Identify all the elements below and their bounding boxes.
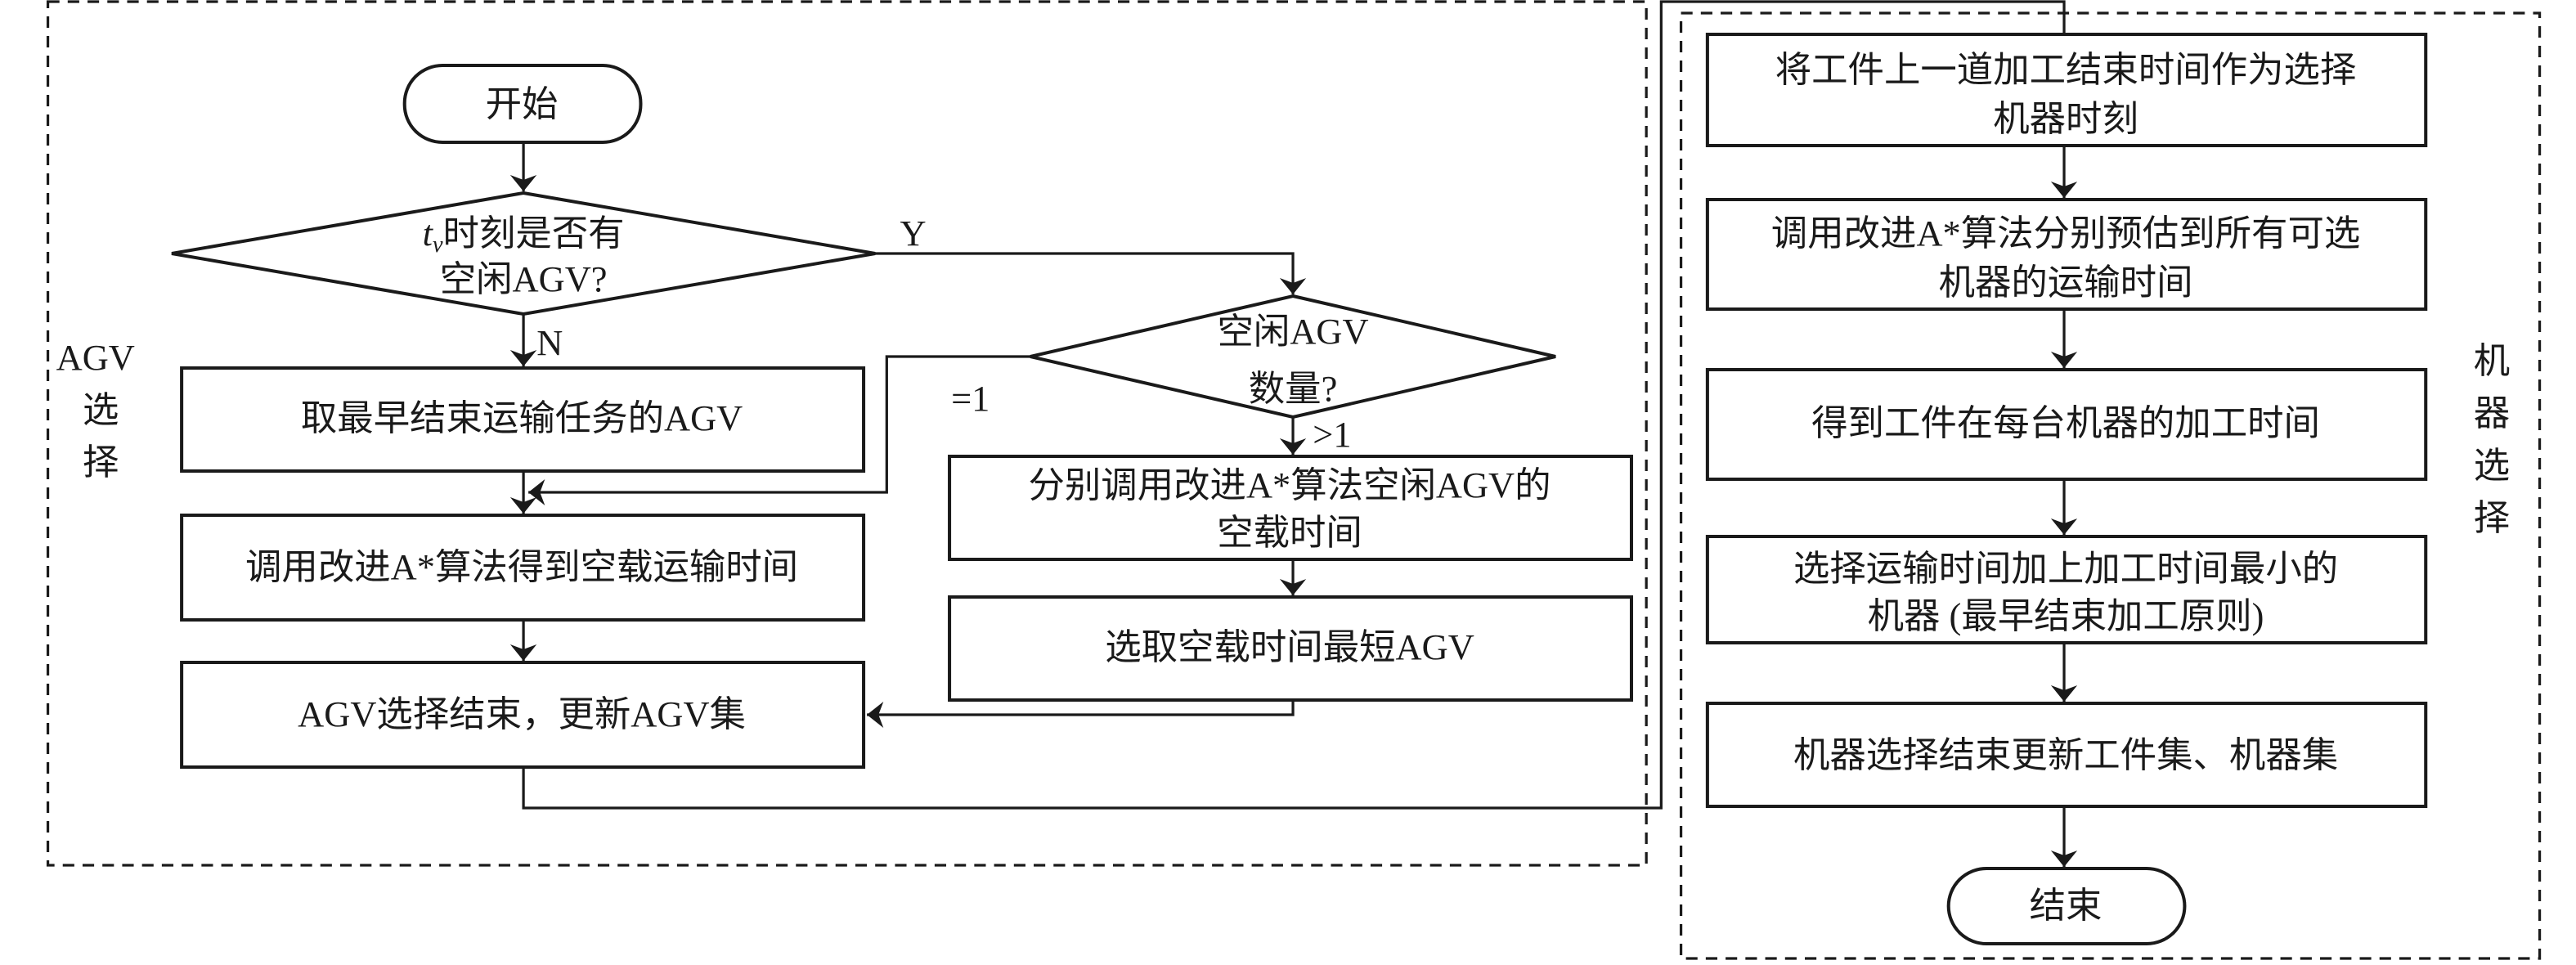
box-machine-step1: 将工件上一道加工结束时间作为选择 机器时刻 (1705, 33, 2428, 147)
machine-region-label-2: 器 (2474, 393, 2510, 433)
decision1-line1: tv时刻是否有 (423, 213, 625, 258)
box-machine-step2: 调用改进A*算法分别预估到所有可选 机器的运输时间 (1705, 198, 2428, 311)
box-earliest-agv-text: 取最早结束运输任务的AGV (301, 398, 743, 438)
box-agv-selection-end-text: AGV选择结束，更新AGV集 (298, 694, 746, 734)
arrow-yes-branch (875, 252, 1307, 294)
machine-selection-region (1679, 11, 2542, 960)
arrow-shortest-to-end (867, 700, 1295, 728)
box-each-idle-line1: 分别调用改进A*算法空闲AGV的 (1028, 465, 1551, 505)
agv-region-label-1: AGV (56, 338, 135, 378)
box-select-shortest: 选取空载时间最短AGV (948, 595, 1634, 702)
end-node: 结束 (1946, 867, 2187, 945)
yes-label: Y (900, 213, 926, 254)
machine-region-label-4: 择 (2474, 498, 2510, 538)
box-machine-step4: 选择运输时间加上加工时间最小的 机器 (最早结束加工原则) (1705, 535, 2428, 644)
decision1-line2: 空闲AGV? (440, 259, 608, 299)
machine-region-label-3: 选 (2474, 446, 2510, 486)
box-each-idle-line2: 空载时间 (1217, 513, 1362, 553)
arrow-eq1-branch (528, 355, 1030, 505)
box-machine-step1-line1: 将工件上一道加工结束时间作为选择 (1775, 50, 2357, 90)
box-machine-step3: 得到工件在每台机器的加工时间 (1705, 368, 2428, 481)
box-call-astar: 调用改进A*算法得到空载运输时间 (180, 514, 866, 622)
no-label: N (536, 323, 563, 363)
agv-region-label-2: 选 (83, 390, 119, 430)
box-machine-step5-text: 机器选择结束更新工件集、机器集 (1793, 735, 2338, 775)
decision2-line2: 数量? (1249, 369, 1338, 409)
box-earliest-agv: 取最早结束运输任务的AGV (180, 366, 866, 473)
box-machine-step3-text: 得到工件在每台机器的加工时间 (1811, 403, 2320, 443)
box-each-idle-agv: 分别调用改进A*算法空闲AGV的 空载时间 (948, 455, 1634, 561)
gt1-label: >1 (1313, 415, 1351, 455)
box-machine-step2-line2: 机器的运输时间 (1939, 263, 2193, 303)
box-select-shortest-text: 选取空载时间最短AGV (1105, 627, 1474, 667)
box-agv-selection-end: AGV选择结束，更新AGV集 (180, 661, 866, 769)
end-label: 结束 (2030, 886, 2103, 926)
agv-region-label-3: 择 (83, 442, 119, 482)
box-machine-step4-line1: 选择运输时间加上加工时间最小的 (1793, 549, 2338, 589)
agv-selection-region (46, 0, 1648, 867)
box-call-astar-text: 调用改进A*算法得到空载运输时间 (245, 547, 798, 587)
decision-idle-count: 空闲AGV 数量? (1030, 294, 1556, 420)
box-machine-step4-line2: 机器 (最早结束加工原则) (1868, 596, 2264, 636)
start-label: 开始 (486, 84, 559, 124)
eq1-label: =1 (951, 379, 990, 419)
machine-region-label-1: 机 (2474, 341, 2510, 381)
start-node: 开始 (402, 64, 643, 144)
decision2-line1: 空闲AGV (1218, 312, 1369, 352)
box-machine-step5: 机器选择结束更新工件集、机器集 (1705, 702, 2428, 808)
box-machine-step2-line1: 调用改进A*算法分别预估到所有可选 (1771, 213, 2361, 254)
box-machine-step1-line2: 机器时刻 (1993, 99, 2138, 139)
decision-idle-agv: tv时刻是否有 空闲AGV? (171, 191, 876, 316)
